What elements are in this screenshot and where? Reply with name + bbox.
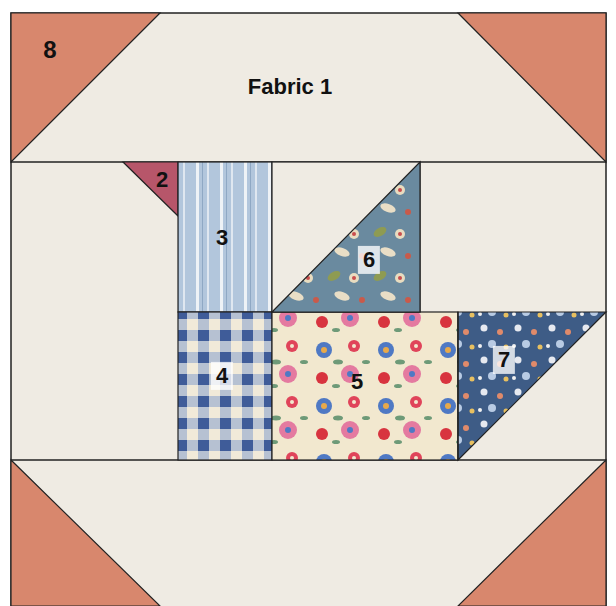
callout-number: 8 <box>38 35 61 65</box>
callout-number: 3 <box>211 224 233 252</box>
callout-number: 6 <box>358 246 380 274</box>
callout-number: 2 <box>151 166 173 194</box>
callout-number: 4 <box>211 362 233 390</box>
fabric-label: Fabric 1 <box>243 73 337 101</box>
callout-number: 5 <box>346 368 368 396</box>
callout-number: 7 <box>493 346 515 374</box>
